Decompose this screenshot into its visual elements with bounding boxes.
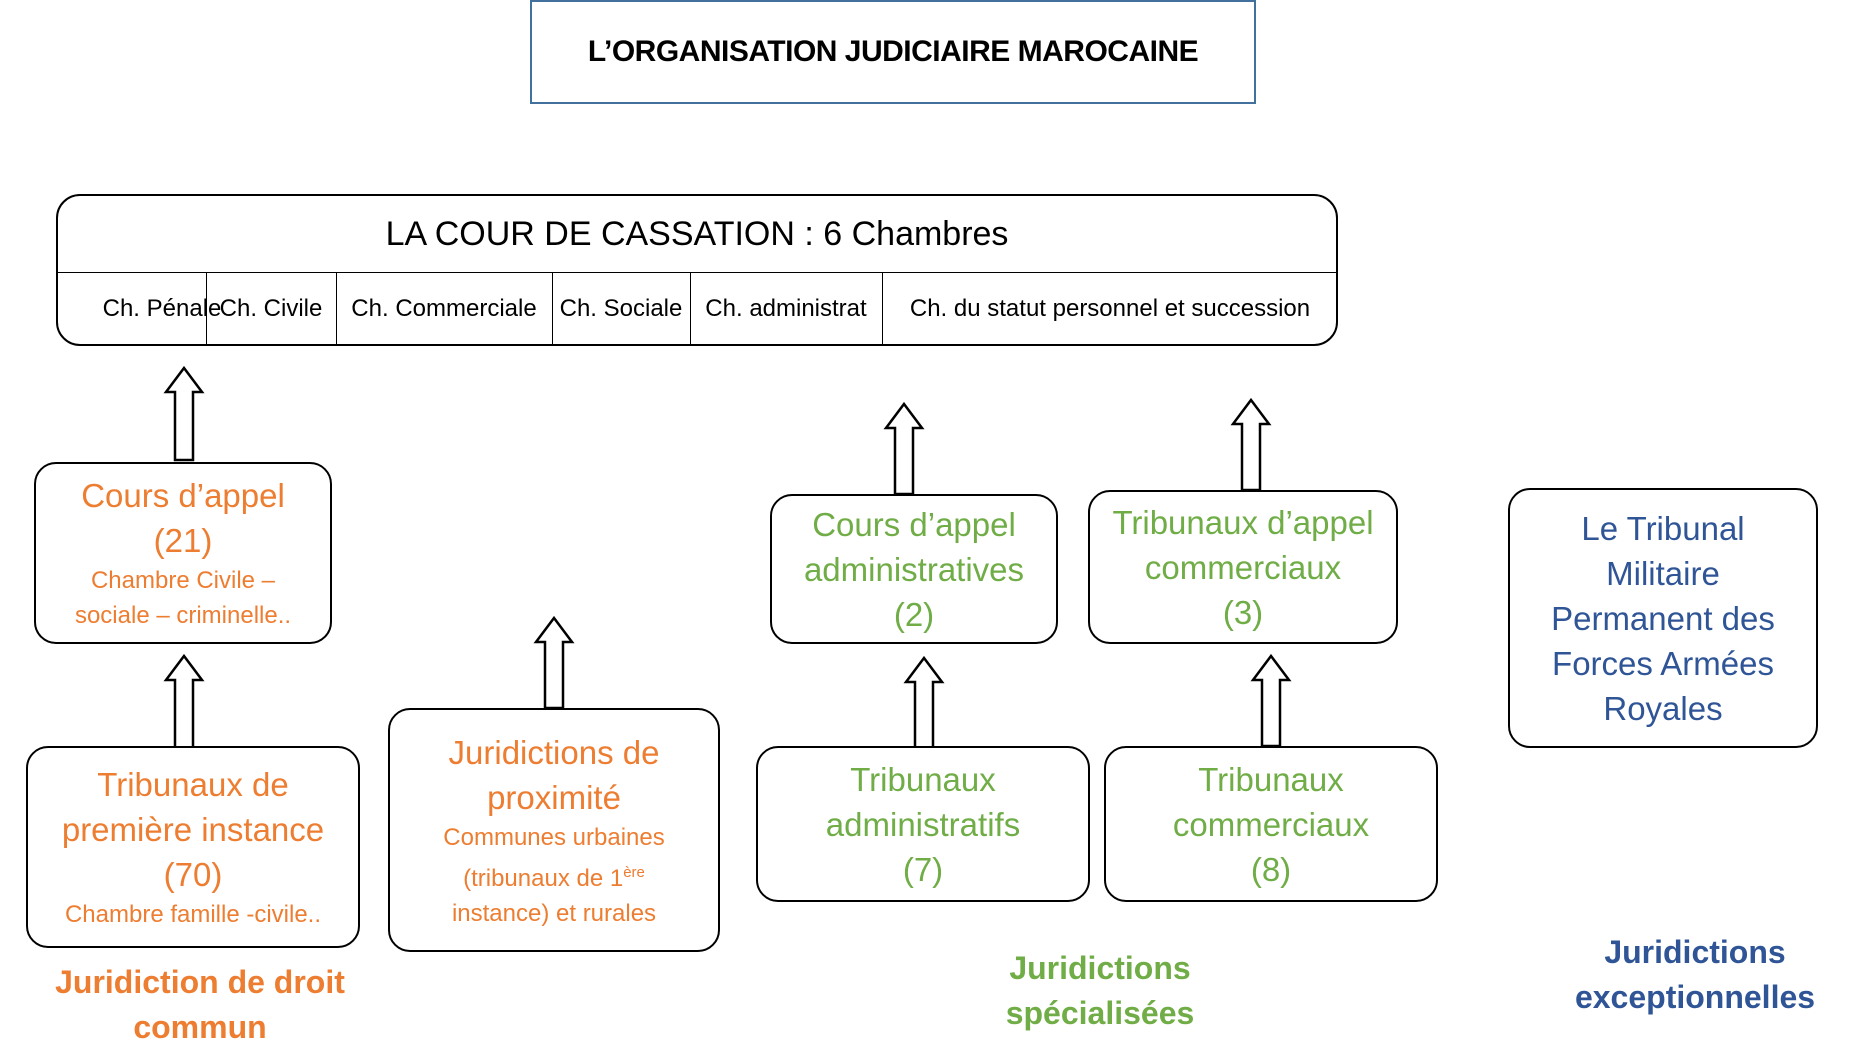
category-exceptionnelles: Juridictions exceptionnelles: [1540, 930, 1850, 1020]
tribunaux-admin-node: Tribunaux administratifs (7): [756, 746, 1090, 902]
up-arrow: [163, 653, 205, 750]
tribunaux-admin-line1: Tribunaux: [850, 760, 996, 798]
cours-appel-node: Cours d’appel (21) Chambre Civile – soci…: [34, 462, 332, 644]
tribunaux-appel-comm-line1: Tribunaux d’appel: [1112, 503, 1374, 541]
category-droit-commun-line2: commun: [133, 1009, 267, 1045]
category-specialisees-line1: Juridictions: [1009, 950, 1191, 986]
up-arrow: [903, 655, 945, 750]
chamber-divider: [690, 272, 691, 346]
proximite-sub2-sup: ère: [623, 863, 645, 881]
proximite-sub1: Communes urbaines: [443, 823, 665, 851]
tribunaux-comm-node: Tribunaux commerciaux (8): [1104, 746, 1438, 902]
cour-de-cassation-box: LA COUR DE CASSATION : 6 Chambres Ch. Pé…: [56, 194, 1338, 346]
chamber-divider: [552, 272, 553, 346]
tribunaux-admin-line2: administratifs: [825, 805, 1021, 843]
tribunaux-appel-comm-line2: commerciaux: [1144, 548, 1342, 586]
proximite-sub2: (tribunaux de 1ère: [463, 855, 645, 896]
chamber-commerciale: Ch. Commerciale: [351, 295, 537, 322]
chamber-divider: [882, 272, 883, 346]
proximite-sub2-text: (tribunaux de 1: [463, 864, 624, 892]
tribunaux-admin-count: (7): [902, 850, 944, 888]
chamber-penale: Ch. Pénale: [102, 295, 222, 322]
cour-de-cassation-label: LA COUR DE CASSATION : 6 Chambres: [58, 196, 1336, 273]
premiere-instance-line2: première instance: [61, 811, 325, 848]
chamber-divider: [336, 272, 337, 346]
up-arrow: [1250, 653, 1292, 748]
proximite-sub3: instance) et rurales: [451, 899, 657, 927]
premiere-instance-line1: Tribunaux de: [97, 766, 289, 803]
tribunaux-comm-line2: commerciaux: [1172, 805, 1370, 843]
chamber-civile: Ch. Civile: [219, 295, 323, 322]
category-droit-commun: Juridiction de droit commun: [20, 960, 380, 1050]
chamber-divider: [206, 272, 207, 346]
category-exceptionnelles-line2: exceptionnelles: [1574, 979, 1816, 1015]
category-specialisees-line2: spécialisées: [1005, 995, 1195, 1031]
category-specialisees: Juridictions spécialisées: [940, 946, 1260, 1036]
chamber-administrative: Ch. administrat: [705, 295, 867, 322]
tribunal-militaire-line3: Permanent des: [1551, 599, 1775, 637]
proximite-line2: proximité: [487, 778, 621, 816]
tribunaux-appel-comm-count: (3): [1222, 593, 1264, 631]
cours-appel-count: (21): [153, 522, 213, 559]
cours-appel-admin-line2: administratives: [803, 550, 1025, 588]
cours-appel-admin-line1: Cours d’appel: [812, 505, 1016, 543]
tribunal-militaire-line5: Royales: [1603, 689, 1723, 727]
tribunal-militaire-line4: Forces Armées: [1552, 644, 1774, 682]
cours-appel-admin-count: (2): [893, 595, 935, 633]
tribunaux-appel-comm-node: Tribunaux d’appel commerciaux (3): [1088, 490, 1398, 644]
tribunal-militaire-line1: Le Tribunal: [1581, 509, 1745, 547]
proximite-node: Juridictions de proximité Communes urbai…: [388, 708, 720, 952]
up-arrow: [883, 401, 925, 496]
tribunaux-comm-line1: Tribunaux: [1198, 760, 1344, 798]
cours-appel-admin-node: Cours d’appel administratives (2): [770, 494, 1058, 644]
premiere-instance-node: Tribunaux de première instance (70) Cham…: [26, 746, 360, 948]
up-arrow: [1230, 397, 1272, 492]
chamber-sociale: Ch. Sociale: [559, 295, 683, 322]
category-exceptionnelles-line1: Juridictions: [1604, 934, 1786, 970]
premiere-instance-count: (70): [163, 856, 223, 893]
proximite-line1: Juridictions de: [448, 733, 660, 771]
chamber-statut-personnel: Ch. du statut personnel et succession: [909, 295, 1311, 322]
tribunal-militaire-line2: Militaire: [1606, 554, 1720, 592]
tribunaux-comm-count: (8): [1250, 850, 1292, 888]
category-droit-commun-line1: Juridiction de droit: [55, 964, 345, 1000]
premiere-instance-sub: Chambre famille -civile..: [64, 901, 322, 928]
diagram-title: L’ORGANISATION JUDICIAIRE MAROCAINE: [530, 0, 1256, 104]
up-arrow: [533, 615, 575, 710]
cours-appel-sub1: Chambre Civile –: [90, 567, 276, 594]
tribunal-militaire-node: Le Tribunal Militaire Permanent des Forc…: [1508, 488, 1818, 748]
cours-appel-sub2: sociale – criminelle..: [74, 602, 292, 629]
up-arrow: [163, 365, 205, 462]
cours-appel-label: Cours d’appel: [81, 477, 285, 514]
